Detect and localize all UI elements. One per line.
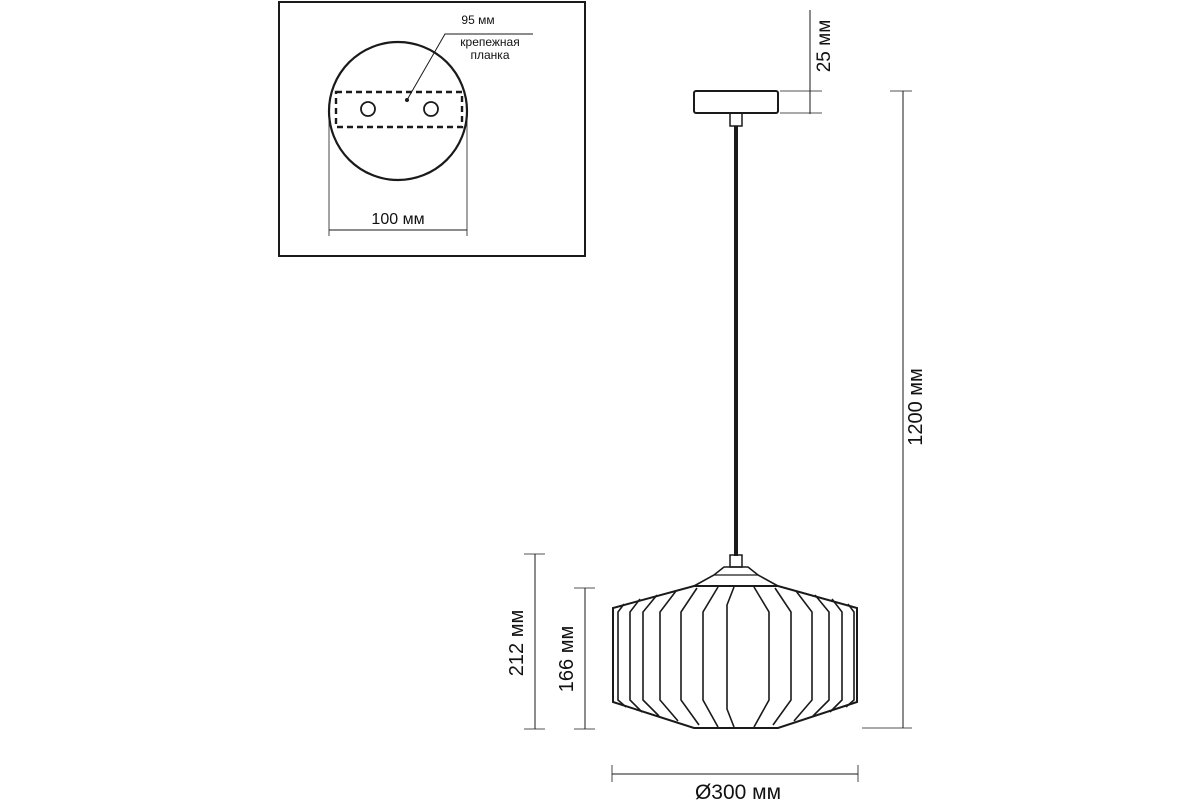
shade-ribs [617,586,855,728]
plate-hole-left [360,101,376,117]
canopy-diameter-label: 100 мм [371,211,424,228]
canopy-circle [327,40,469,182]
ceiling-canopy [693,90,779,114]
shade-diameter-label: Ø300 мм [695,781,781,800]
shade-body-height-label: 166 мм [556,626,578,692]
canopy-height-label: 25 мм [814,20,835,73]
shade-top-cap [693,566,779,587]
mounting-plate [334,90,464,129]
mount-detail-inset: 95 мм крепежная планка 100 мм [278,1,586,257]
shade-outline [612,585,858,729]
total-height-label: 1200 мм [905,368,927,446]
plate-hole-right [423,101,439,117]
plate-leader-line [406,33,533,101]
shade-body-height-dimension: 166 мм [556,587,595,730]
shade-collar [729,554,743,568]
canopy-collar [729,112,743,127]
inset-frame [278,1,586,257]
shade-total-height-dimension: 212 мм [506,553,545,730]
shade-total-height-label: 212 мм [506,610,528,676]
plate-name-line2: планка [471,48,510,62]
plate-width-label: 95 мм [461,13,494,27]
shade-diameter-dimension: Ø300 мм [611,765,859,800]
canopy-height-dimension: 25 мм [780,10,835,114]
plate-name-line1: крепежная [460,35,519,49]
pendant-lamp [612,90,858,729]
total-height-dimension: 1200 мм [862,90,927,729]
